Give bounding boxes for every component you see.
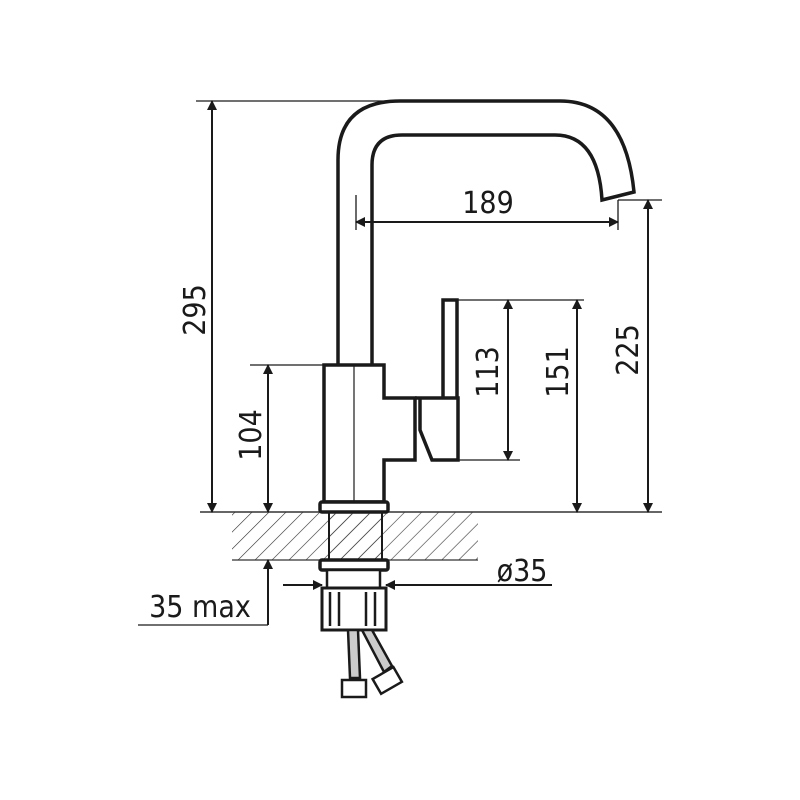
body: [322, 363, 417, 504]
dim-225: 225: [611, 324, 646, 376]
threaded-shank: [328, 511, 383, 561]
cartridge-block: [415, 396, 460, 462]
dim-diameter-35: ø35: [497, 554, 548, 589]
dim-295: 295: [178, 284, 213, 336]
dim-151: 151: [541, 346, 576, 398]
faucet: [318, 99, 636, 699]
dim-189: 189: [462, 186, 514, 221]
mounting-nut: [320, 586, 388, 632]
dimension-lines: [138, 100, 662, 626]
lower-washer: [318, 558, 390, 572]
dim-35-max: 35 max: [149, 590, 251, 625]
dim-104: 104: [234, 409, 269, 461]
spout: [336, 99, 636, 365]
countertop: [200, 511, 662, 561]
dim-113: 113: [471, 346, 506, 398]
supply-hoses: [340, 628, 404, 699]
lever-handle: [441, 298, 459, 407]
base-collar: [318, 500, 390, 514]
